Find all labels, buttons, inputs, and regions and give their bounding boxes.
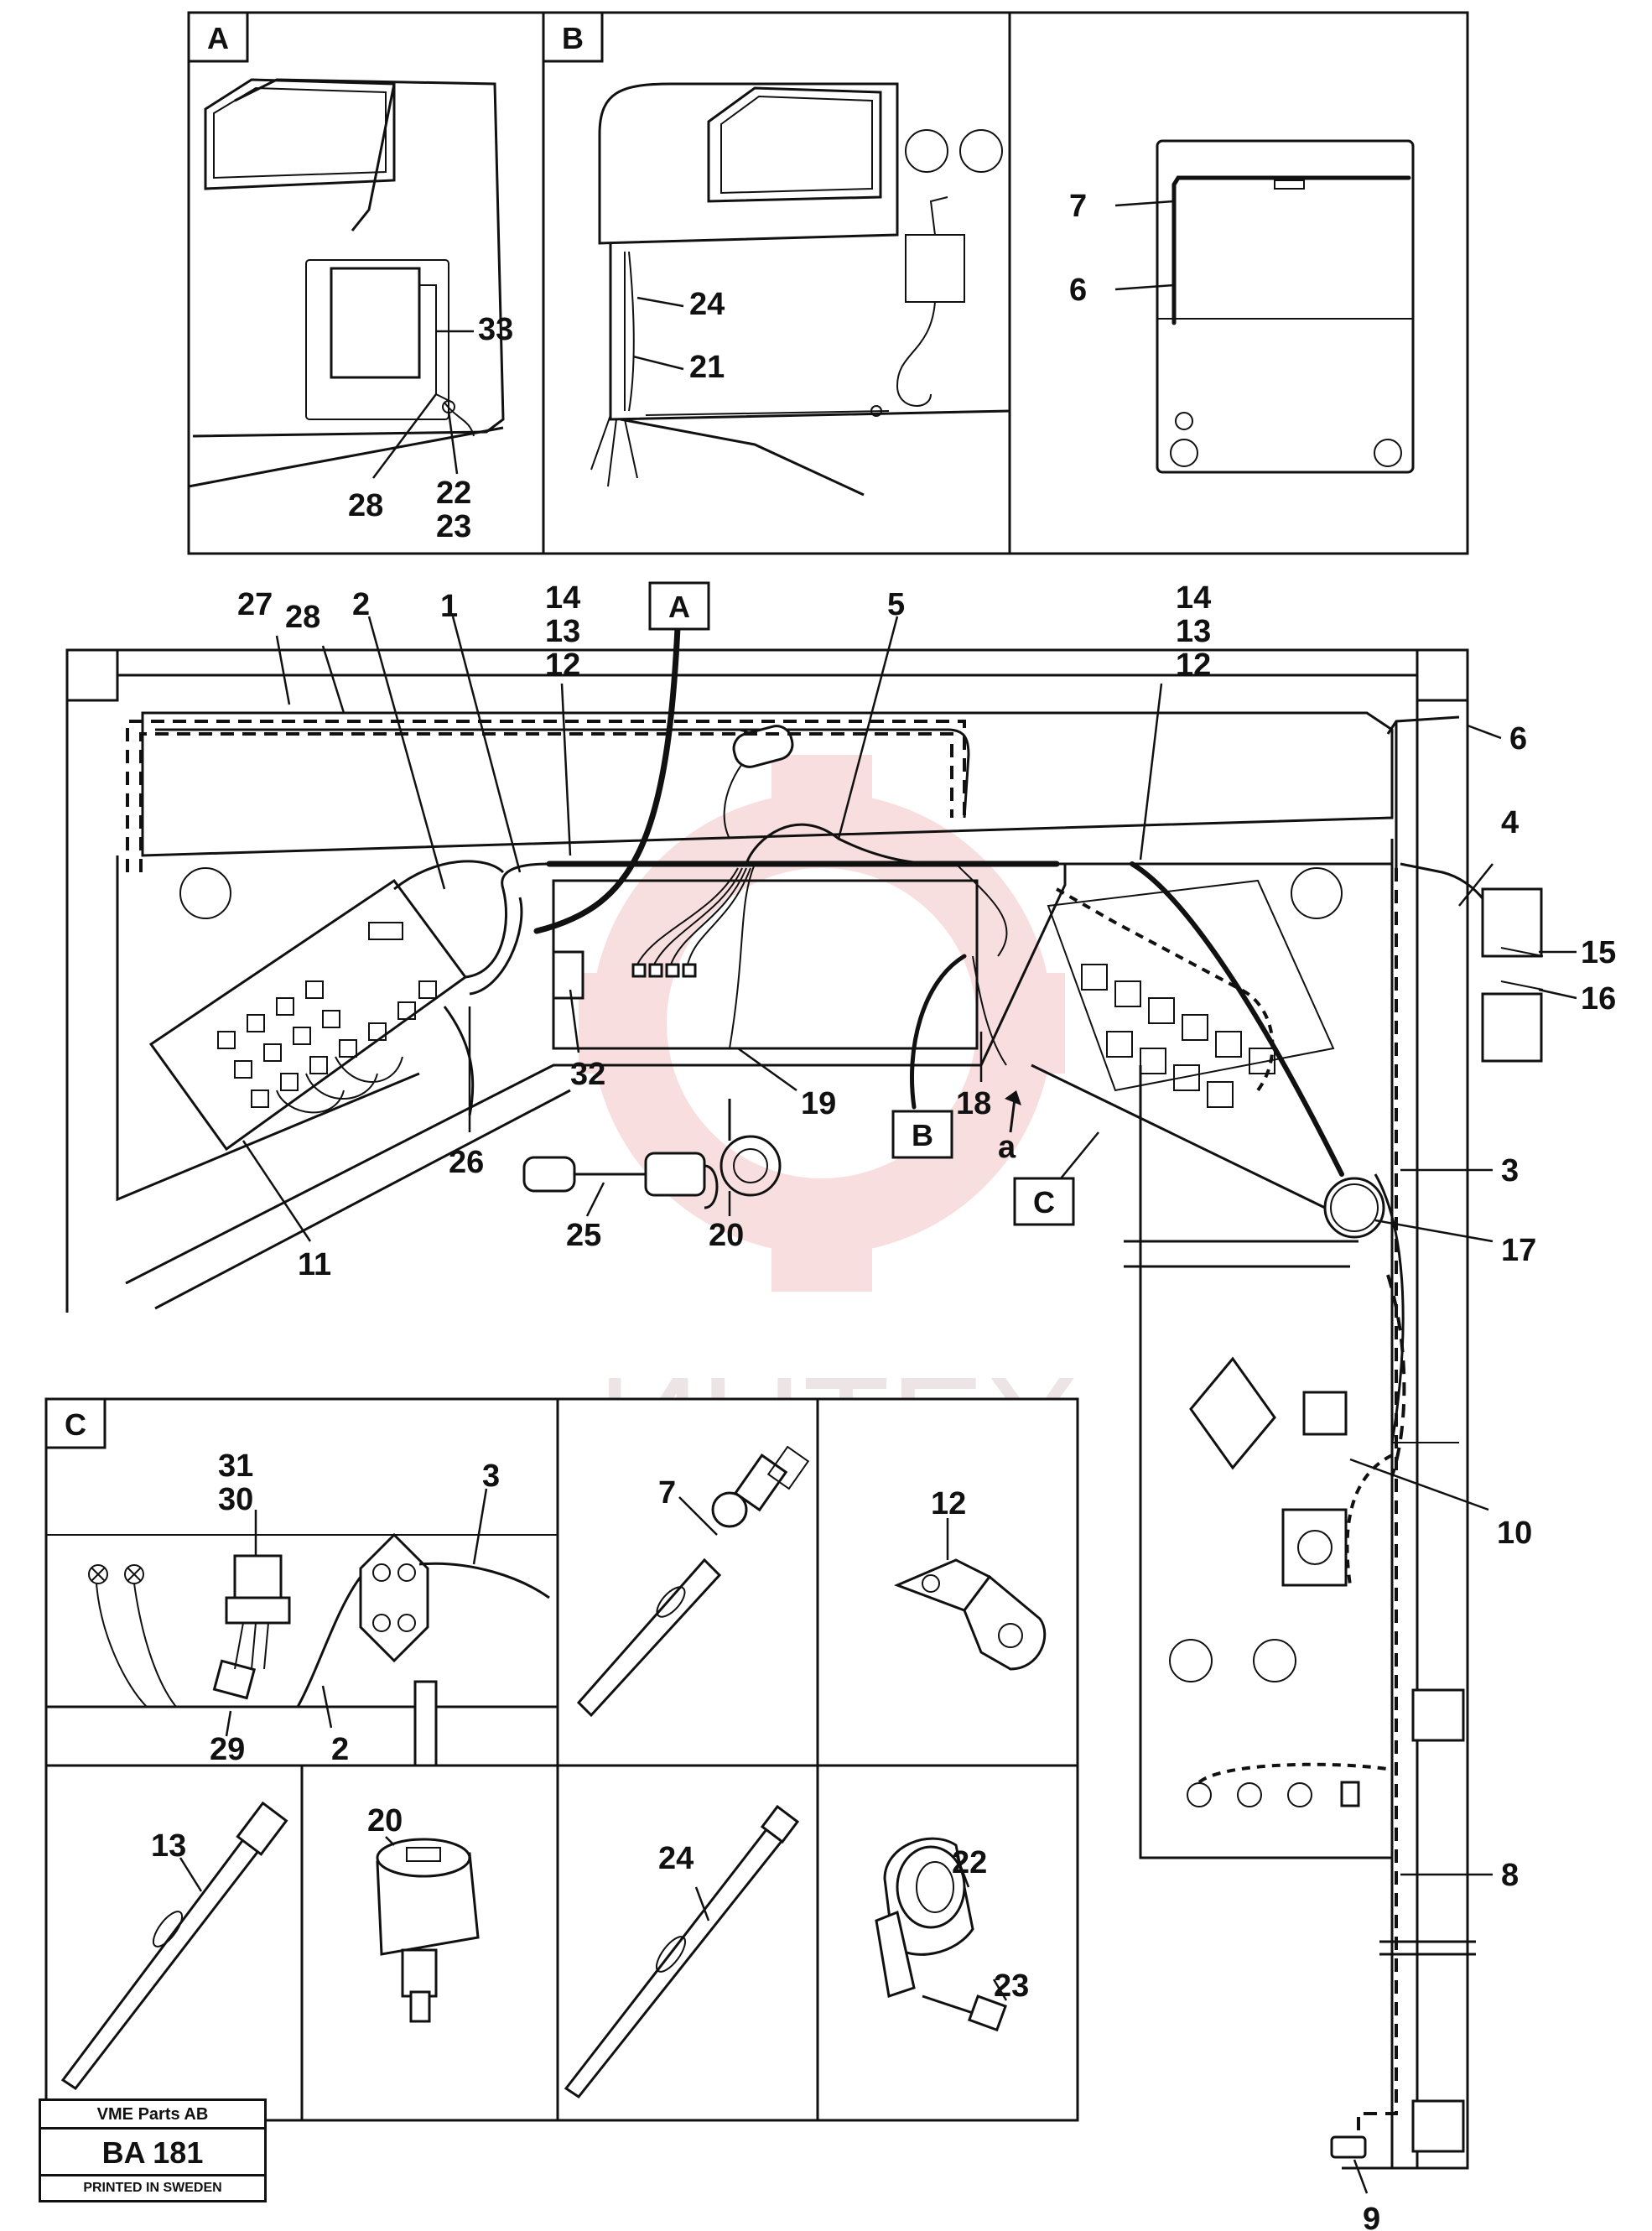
part-label-3-detail: 3 [482, 1459, 500, 1494]
detail-part-12: 12 [893, 1486, 1047, 1671]
part-label-2-detail: 2 [331, 1732, 349, 1767]
part-label-14-right: 14 [1176, 580, 1211, 616]
part-label-33: 33 [478, 312, 513, 347]
part-label-29: 29 [210, 1732, 245, 1767]
watermark-gear-tooth [771, 755, 872, 830]
part-label-22: 22 [436, 476, 471, 511]
part-label-10: 10 [1497, 1516, 1532, 1551]
main-leaders [242, 616, 1577, 2194]
part-label-27: 27 [237, 587, 273, 622]
part-label-13-left: 13 [545, 614, 580, 649]
part-label-18: 18 [956, 1086, 991, 1121]
watermark-gear-tooth [771, 1216, 872, 1292]
lighter-and-switch [522, 1099, 782, 1209]
switch-panel [1047, 879, 1335, 1108]
detail-part-24: 24 [564, 1804, 800, 2099]
detail-part-13: 13 [60, 1801, 288, 2091]
part-label-4: 4 [1501, 805, 1519, 840]
part-label-8: 8 [1501, 1858, 1519, 1893]
part-label-26: 26 [449, 1145, 484, 1180]
part-label-12-left: 12 [545, 647, 580, 683]
view-cab-rear: 7 6 [1069, 139, 1415, 474]
part-label-17: 17 [1501, 1233, 1536, 1268]
main-harness-view: A B C a [65, 580, 1616, 2231]
part-label-28: 28 [348, 488, 383, 523]
view-c-tag: C [65, 1407, 86, 1442]
part-label-20-detail: 20 [367, 1803, 403, 1838]
title-block-company: VME Parts AB [41, 2101, 264, 2130]
arrow-a-label: a [998, 1130, 1016, 1165]
fuse-board [148, 878, 468, 1152]
part-label-6: 6 [1509, 721, 1527, 757]
part-label-23: 23 [436, 509, 471, 544]
part-label-9: 9 [1363, 2202, 1380, 2231]
part-label-12-right: 12 [1176, 647, 1211, 683]
callout-a: A [668, 590, 690, 624]
view-b-tag: B [562, 21, 584, 55]
callout-b-box [891, 1110, 953, 1159]
title-block: VME Parts AB BA 181 PRINTED IN SWEDEN [39, 2098, 267, 2202]
part-label-23-detail: 23 [994, 1968, 1029, 2004]
part-label-21: 21 [689, 350, 725, 385]
view-b: B 24 21 [542, 11, 1010, 497]
part-label-28-main: 28 [285, 600, 320, 635]
part-label-24-detail: 24 [658, 1841, 694, 1876]
part-label-15: 15 [1581, 935, 1616, 970]
detail-part-20: 20 [367, 1803, 480, 2023]
part-label-13-detail: 13 [151, 1828, 186, 1864]
part-label-12-detail: 12 [931, 1486, 966, 1521]
part-label-1: 1 [440, 589, 458, 624]
part-label-30: 30 [218, 1482, 253, 1517]
part-label-3: 3 [1501, 1153, 1519, 1188]
part-label-7: 7 [1069, 189, 1087, 224]
view-a: A 33 28 22 23 [187, 11, 513, 544]
watermark-gear-tooth [579, 973, 654, 1074]
view-c: C 3 31 30 29 2 [44, 1397, 558, 1767]
lower-detail-grid: C 3 31 30 29 2 [44, 1397, 1079, 2122]
title-block-code: BA 181 [41, 2130, 264, 2176]
part-label-14-left: 14 [545, 580, 580, 616]
part-label-7-detail: 7 [658, 1475, 676, 1511]
callout-c-box [1013, 1177, 1075, 1226]
part-label-5: 5 [887, 587, 905, 622]
part-label-22-detail: 22 [952, 1845, 987, 1880]
callout-a-box [648, 581, 710, 631]
callout-c: C [1033, 1185, 1055, 1220]
part-label-24: 24 [689, 287, 725, 322]
detail-part-22-23: 22 23 [875, 1837, 1029, 2032]
part-label-11: 11 [298, 1247, 331, 1282]
part-label-31: 31 [218, 1448, 253, 1484]
top-detail-frame: A 33 28 22 23 B [187, 11, 1469, 555]
part-label-32: 32 [570, 1057, 605, 1092]
part-label-13-right: 13 [1176, 614, 1211, 649]
callout-b: B [912, 1118, 933, 1152]
view-a-tag: A [207, 21, 229, 55]
part-label-19: 19 [801, 1086, 836, 1121]
title-block-printed: PRINTED IN SWEDEN [83, 2181, 222, 2195]
detail-part-7: 7 [576, 1445, 810, 1718]
part-label-2-main: 2 [352, 587, 370, 622]
part-label-6-top: 6 [1069, 273, 1087, 308]
part-label-20-main: 20 [709, 1218, 744, 1253]
part-label-25: 25 [566, 1218, 601, 1253]
part-label-16: 16 [1581, 981, 1616, 1017]
